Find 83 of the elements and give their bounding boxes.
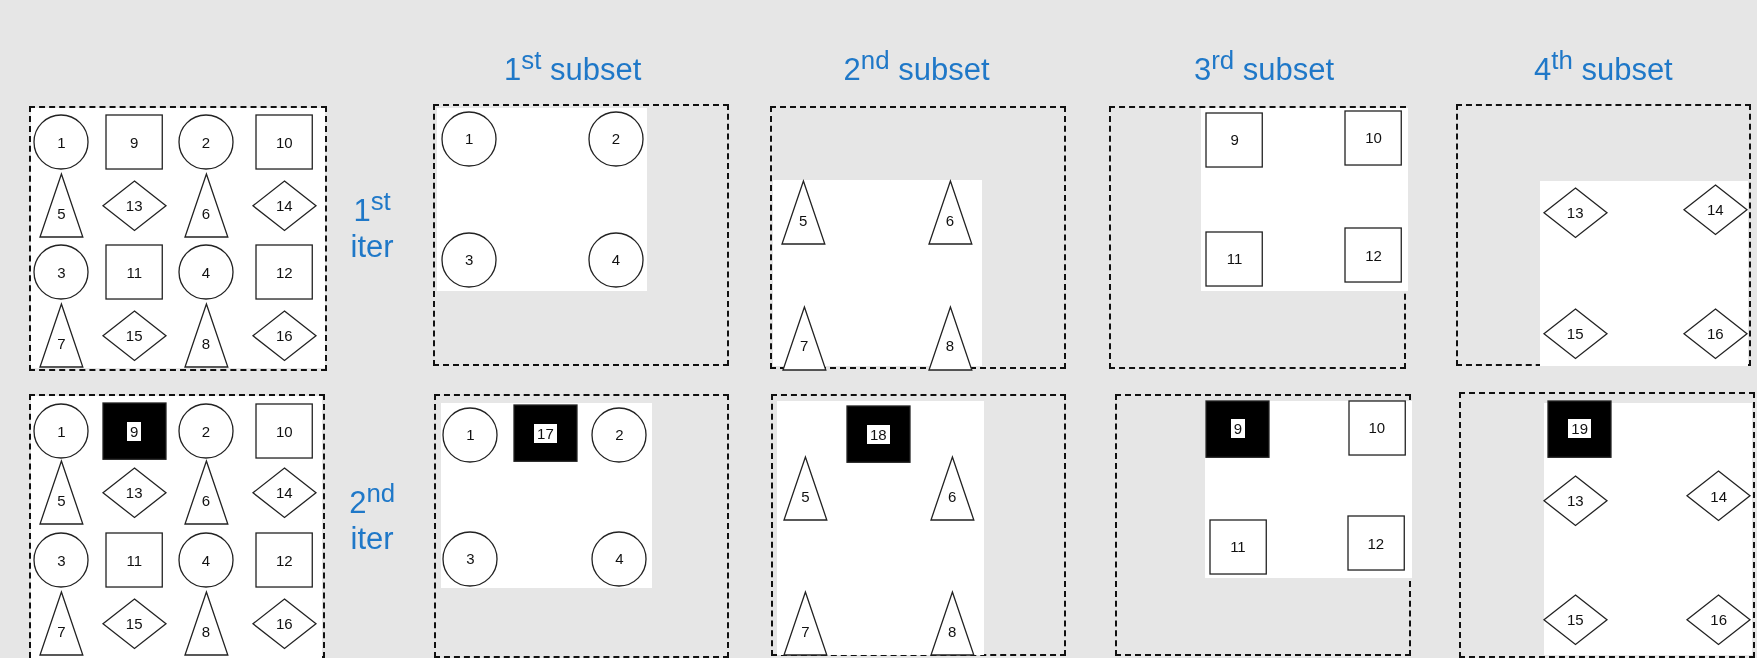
numbered-square: 12 — [1346, 515, 1405, 572]
numbered-square: 9 — [1205, 111, 1264, 168]
numbered-circle: 1 — [33, 114, 90, 171]
numbered-circle: 4 — [177, 244, 234, 301]
numbered-square: 10 — [255, 114, 314, 171]
numbered-square: 12 — [255, 532, 314, 588]
dashed-panel — [770, 394, 1066, 656]
numbered-diamond: 16 — [1682, 307, 1748, 360]
numbered-circle: 1 — [33, 403, 90, 460]
numbered-circle: 2 — [591, 406, 648, 463]
numbered-square: 9 — [105, 114, 164, 171]
dashed-panel — [1458, 392, 1755, 658]
numbered-square: 11 — [1205, 230, 1264, 287]
numbered-circle: 2 — [177, 114, 234, 171]
numbered-triangle: 8 — [183, 303, 229, 369]
numbered-square: 12 — [255, 244, 314, 301]
numbered-triangle: 8 — [927, 305, 973, 371]
numbered-diamond: 14 — [1686, 470, 1752, 522]
numbered-diamond: 15 — [101, 598, 167, 650]
numbered-square: 11 — [1208, 518, 1268, 575]
numbered-triangle: 7 — [781, 305, 827, 371]
numbered-triangle: 8 — [929, 591, 975, 657]
filled-square: 19 — [1547, 399, 1613, 459]
numbered-circle: 3 — [441, 231, 498, 288]
numbered-square: 11 — [105, 244, 164, 301]
numbered-circle: 2 — [588, 110, 645, 167]
numbered-circle: 3 — [33, 244, 90, 301]
numbered-diamond: 13 — [1542, 474, 1608, 527]
numbered-triangle: 6 — [183, 173, 229, 239]
numbered-circle: 4 — [588, 231, 645, 288]
numbered-diamond: 14 — [251, 467, 317, 519]
numbered-triangle: 8 — [183, 591, 229, 657]
numbered-diamond: 14 — [1682, 183, 1748, 236]
numbered-diamond: 15 — [1542, 307, 1608, 360]
dashed-panel — [432, 104, 730, 367]
numbered-triangle: 5 — [783, 455, 828, 521]
numbered-square: 12 — [1344, 227, 1403, 284]
numbered-circle: 4 — [591, 530, 648, 587]
numbered-triangle: 7 — [783, 591, 828, 657]
numbered-circle: 3 — [33, 532, 90, 588]
numbered-square: 10 — [1347, 399, 1406, 456]
dashed-panel — [29, 394, 325, 658]
numbered-square: 11 — [105, 532, 164, 588]
numbered-diamond: 13 — [1542, 186, 1608, 239]
column-heading: 3$^{rd}$ subset — [1193, 46, 1335, 89]
numbered-circle: 1 — [442, 406, 499, 463]
numbered-triangle: 5 — [38, 460, 84, 526]
numbered-circle: 4 — [177, 532, 234, 588]
numbered-diamond: 16 — [1686, 593, 1752, 646]
dashed-panel — [433, 394, 730, 658]
numbered-circle: 2 — [177, 403, 234, 460]
numbered-diamond: 15 — [101, 310, 167, 362]
numbered-diamond: 16 — [251, 598, 317, 650]
row-heading: 1$^{st}$ iter — [349, 187, 395, 265]
numbered-circle: 1 — [441, 110, 498, 167]
numbered-triangle: 7 — [38, 303, 84, 369]
numbered-square: 10 — [255, 403, 314, 460]
numbered-diamond: 15 — [1542, 593, 1608, 646]
dashed-panel — [1114, 394, 1411, 656]
filled-square: 9 — [101, 402, 167, 461]
numbered-diamond: 14 — [251, 180, 317, 232]
numbered-diamond: 16 — [251, 310, 317, 362]
column-heading: 2$^{nd}$ subset — [843, 46, 990, 89]
filled-square: 9 — [1205, 399, 1271, 459]
column-heading: 1$^{st}$ subset — [504, 46, 642, 89]
dashed-panel — [29, 106, 328, 371]
dashed-panel — [769, 106, 1066, 369]
dashed-panel — [1109, 106, 1407, 369]
numbered-diamond: 13 — [101, 467, 167, 519]
filled-square: 18 — [845, 405, 911, 464]
filled-square: 17 — [512, 404, 578, 463]
numbered-triangle: 6 — [929, 455, 975, 521]
numbered-triangle: 5 — [38, 173, 84, 239]
numbered-triangle: 7 — [38, 591, 84, 657]
numbered-triangle: 6 — [183, 460, 229, 526]
numbered-triangle: 5 — [780, 180, 826, 246]
numbered-circle: 3 — [442, 530, 499, 587]
numbered-square: 10 — [1344, 109, 1403, 166]
dashed-panel — [1455, 104, 1752, 367]
numbered-diamond: 13 — [101, 180, 167, 232]
row-heading: 2$^{nd}$ iter — [348, 478, 397, 557]
column-heading: 4$^{th}$ subset — [1534, 46, 1673, 89]
numbered-triangle: 6 — [927, 180, 973, 246]
